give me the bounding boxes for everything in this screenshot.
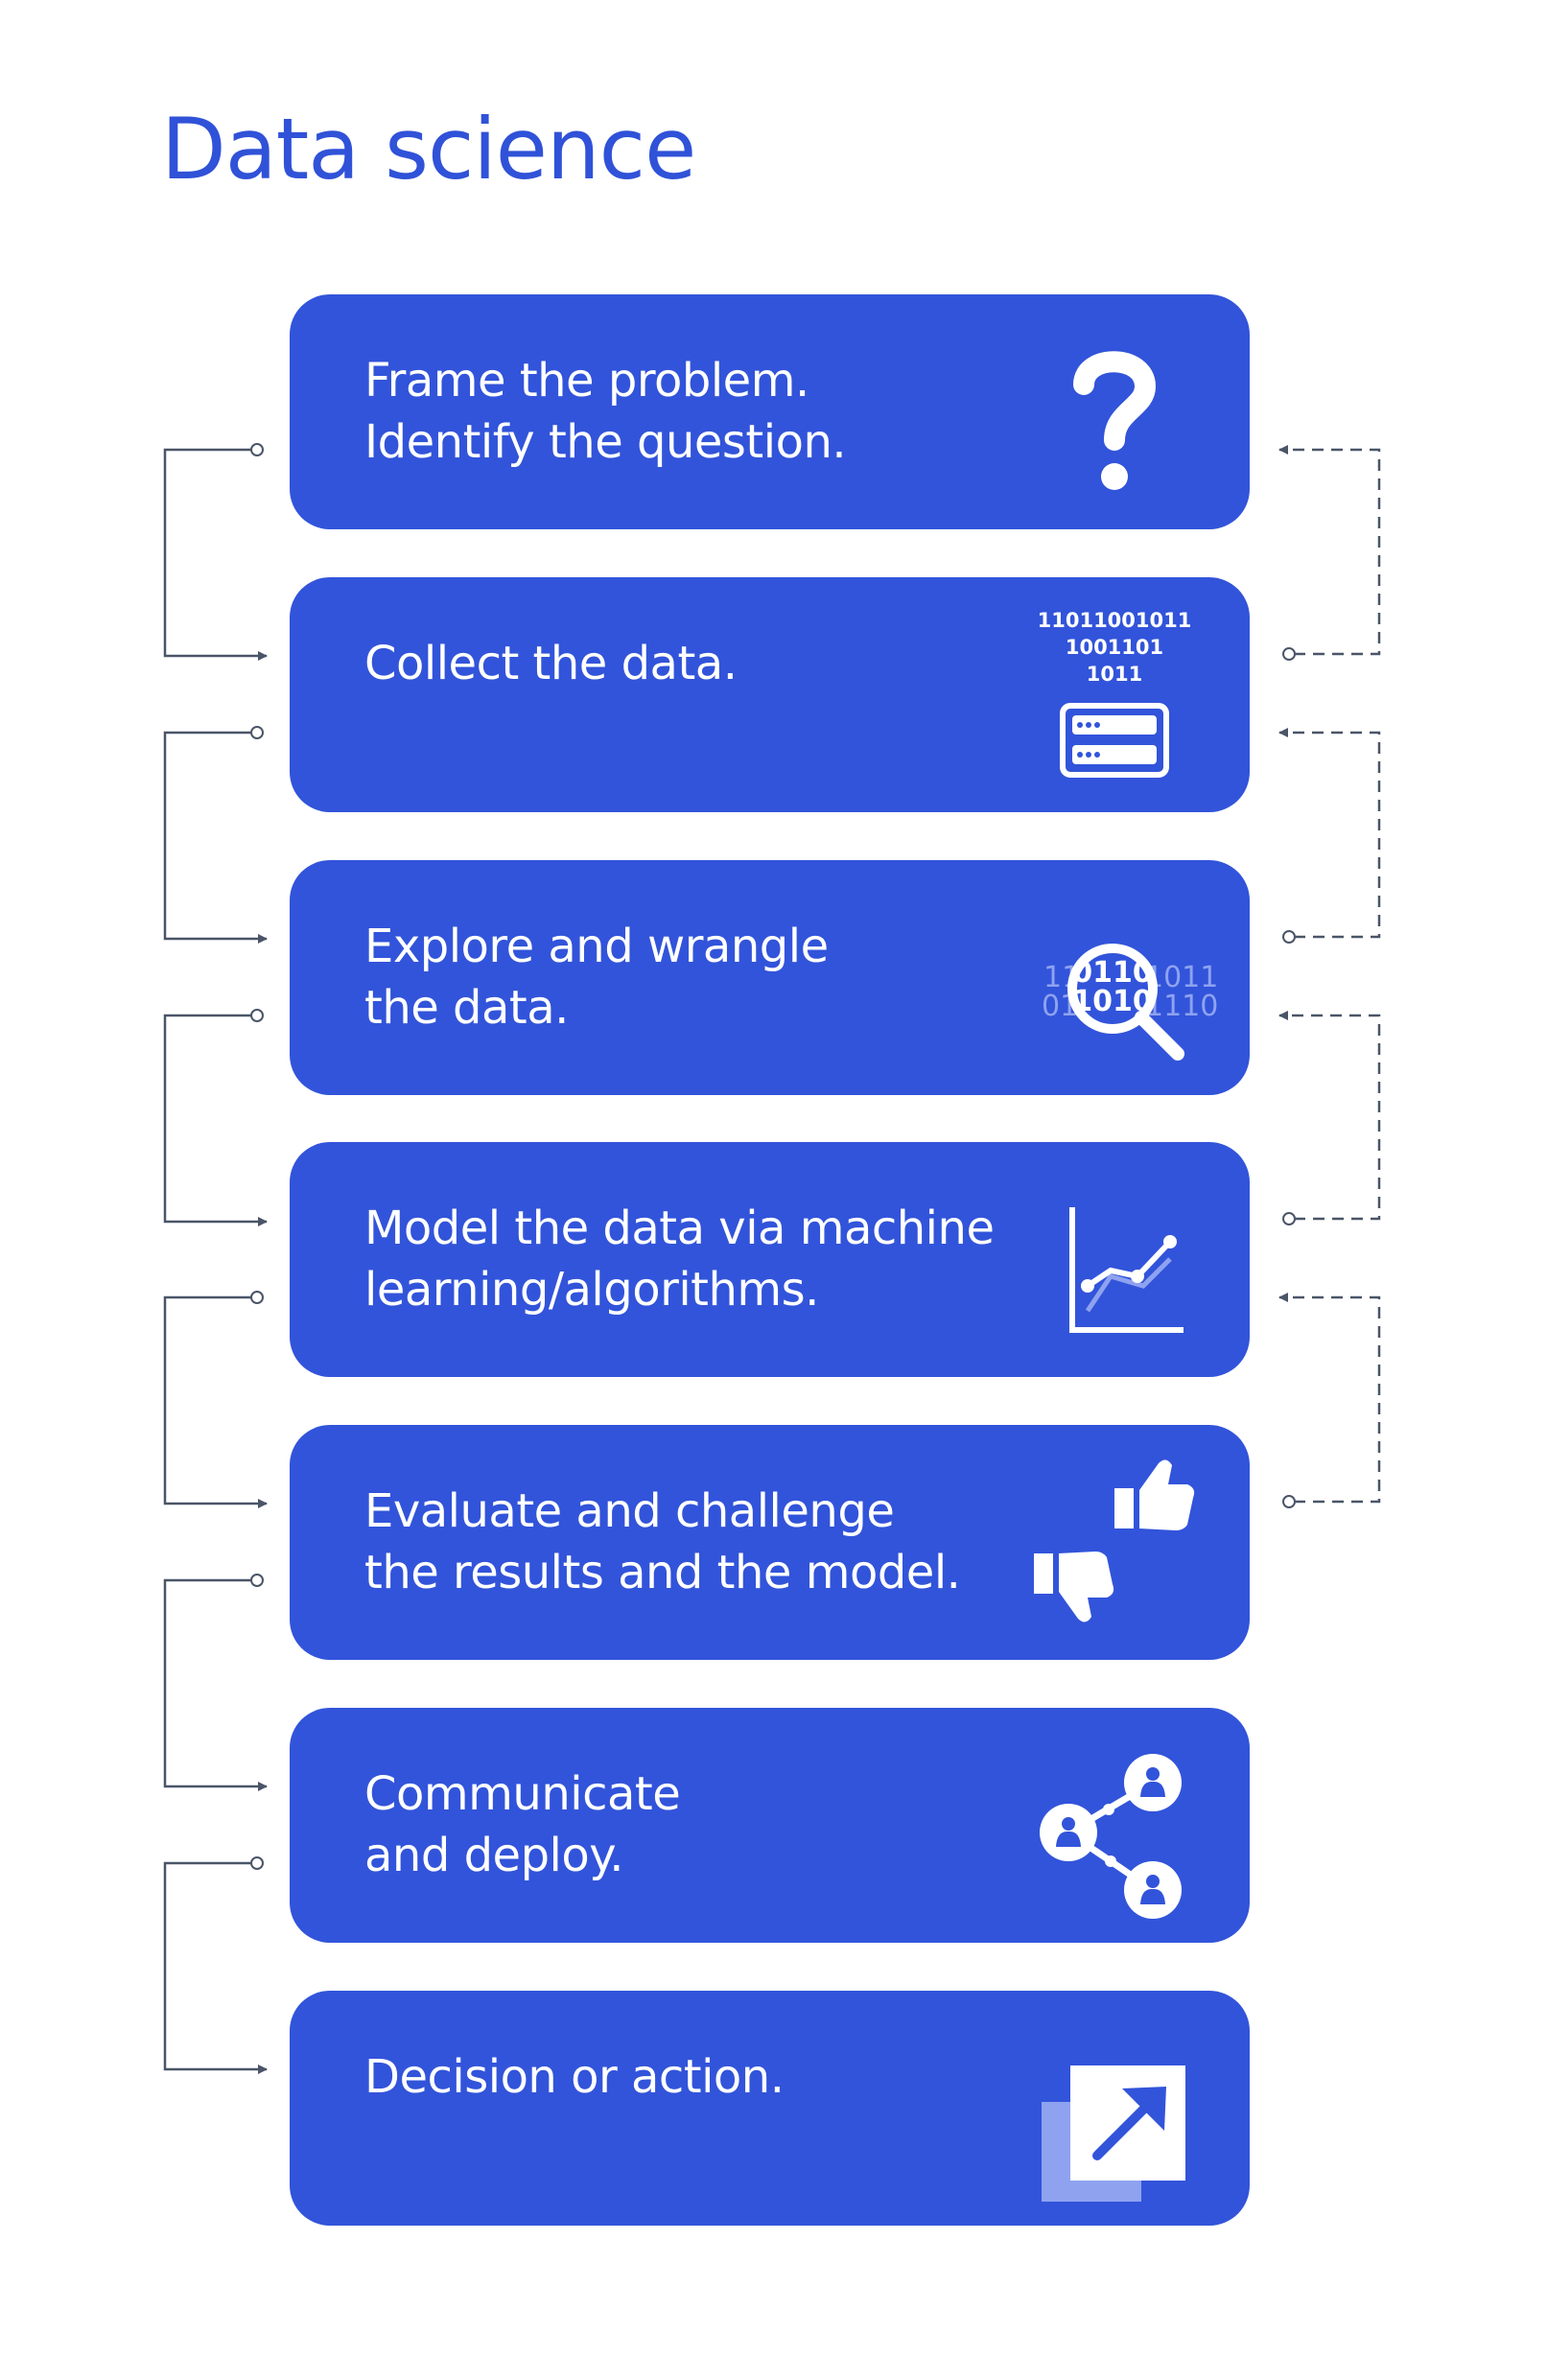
connector-dot [250, 726, 264, 739]
step-text: Evaluate and challenge the results and th… [364, 1481, 961, 1603]
forward-arrow-line [163, 1578, 268, 1791]
feedback-arrow-line [1278, 1293, 1381, 1504]
step-text: Decision or action. [364, 2046, 785, 2108]
page-title: Data science [161, 100, 696, 198]
person-icon [1124, 1754, 1182, 1811]
magnifier-binary-icon: 1101 1011 0110 1110 0110 1010 [1042, 944, 1218, 1061]
step-text-line: the data. [364, 981, 569, 1035]
feedback-arrow [1278, 1011, 1381, 1225]
connector-dot [1282, 647, 1296, 661]
step-text-line: Collect the data. [364, 637, 738, 690]
feedback-arrow [1278, 445, 1381, 661]
step-text: Model the data via machine learning/algor… [364, 1198, 995, 1320]
step-text: Explore and wrangle the data. [364, 916, 829, 1038]
thumbs-up-down-icon [1034, 1459, 1195, 1622]
step-text-line: Explore and wrangle [364, 920, 829, 973]
forward-arrow-line [163, 1014, 268, 1226]
question-mark-icon [1073, 351, 1157, 490]
connector-dot [1282, 1495, 1296, 1508]
step-card-communicate: Communicate and deploy. [290, 1708, 1250, 1943]
binary-text-line: 11011001011 [1038, 609, 1192, 632]
forward-arrow-line [163, 731, 268, 944]
connector-dot [250, 1009, 264, 1022]
database-server-icon-container: 11011001011 1001101 1011 [1019, 598, 1210, 790]
step-text-line: Communicate [364, 1767, 681, 1821]
forward-arrow-line [163, 1295, 268, 1508]
binary-text-fragment: 1110 [1145, 990, 1218, 1023]
feedback-connectors [1278, 445, 1381, 1508]
connector-dot [250, 1574, 264, 1587]
forward-connectors [163, 443, 268, 2074]
forward-arrow [163, 1009, 268, 1226]
external-arrow-icon [1042, 2065, 1185, 2202]
connector-dot [250, 1291, 264, 1304]
connector-dot [1282, 1212, 1296, 1225]
step-card-decision: Decision or action. [290, 1991, 1250, 2226]
forward-arrow [163, 1856, 268, 2074]
database-server-icon: 11011001011 1001101 1011 [1038, 609, 1192, 778]
binary-text-fragment: 0110 [1072, 956, 1153, 990]
forward-arrow [163, 443, 268, 661]
line-chart-icon-container [1019, 1163, 1210, 1355]
person-icon [1040, 1804, 1097, 1861]
feedback-arrow-line [1278, 1011, 1381, 1221]
step-text-line: Frame the problem. [364, 354, 809, 408]
step-text-line: Decision or action. [364, 2050, 785, 2104]
binary-text-line: 1011 [1087, 663, 1142, 686]
person-icon [1124, 1861, 1182, 1919]
forward-arrow [163, 1291, 268, 1508]
step-text-line: and deploy. [364, 1829, 624, 1882]
binary-text-line: 1001101 [1066, 636, 1163, 659]
step-card-collect: Collect the data. 11011001011 1001101 10… [290, 577, 1250, 812]
forward-arrow-line [163, 448, 268, 661]
step-text: Frame the problem. Identify the question. [364, 350, 847, 473]
question-mark-icon-container [1019, 315, 1210, 507]
people-network-icon [1040, 1754, 1182, 1919]
feedback-arrow-line [1278, 445, 1381, 656]
line-chart-icon [1069, 1207, 1184, 1333]
forward-arrow-line [163, 1861, 268, 2074]
step-text-line: learning/algorithms. [364, 1263, 819, 1317]
thumbs-up-down-icon-container [1019, 1446, 1210, 1638]
feedback-arrow-line [1278, 728, 1381, 939]
external-arrow-icon-container [1019, 2012, 1210, 2204]
step-text-line: Identify the question. [364, 415, 847, 469]
step-text: Collect the data. [364, 633, 738, 694]
binary-text-fragment: 1010 [1072, 985, 1153, 1018]
feedback-arrow [1278, 1293, 1381, 1508]
people-network-icon-container [1019, 1729, 1210, 1921]
step-text: Communicate and deploy. [364, 1763, 681, 1886]
step-card-explore: Explore and wrangle the data. 1101 1011 0… [290, 860, 1250, 1095]
feedback-arrow [1278, 728, 1381, 944]
thumbs-up-icon [1114, 1459, 1195, 1530]
connector-dot [250, 1856, 264, 1870]
connector-dot [1282, 930, 1296, 944]
step-text-line: Evaluate and challenge [364, 1484, 895, 1538]
magnifier-binary-icon-container: 1101 1011 0110 1110 0110 1010 [1019, 881, 1218, 1073]
step-card-frame: Frame the problem. Identify the question. [290, 294, 1250, 529]
step-card-evaluate: Evaluate and challenge the results and th… [290, 1425, 1250, 1660]
forward-arrow [163, 1574, 268, 1791]
forward-arrow [163, 726, 268, 944]
thumbs-down-icon [1034, 1552, 1114, 1622]
step-text-line: the results and the model. [364, 1546, 961, 1599]
step-card-model: Model the data via machine learning/algor… [290, 1142, 1250, 1377]
step-text-line: Model the data via machine [364, 1202, 995, 1255]
connector-dot [250, 443, 264, 456]
